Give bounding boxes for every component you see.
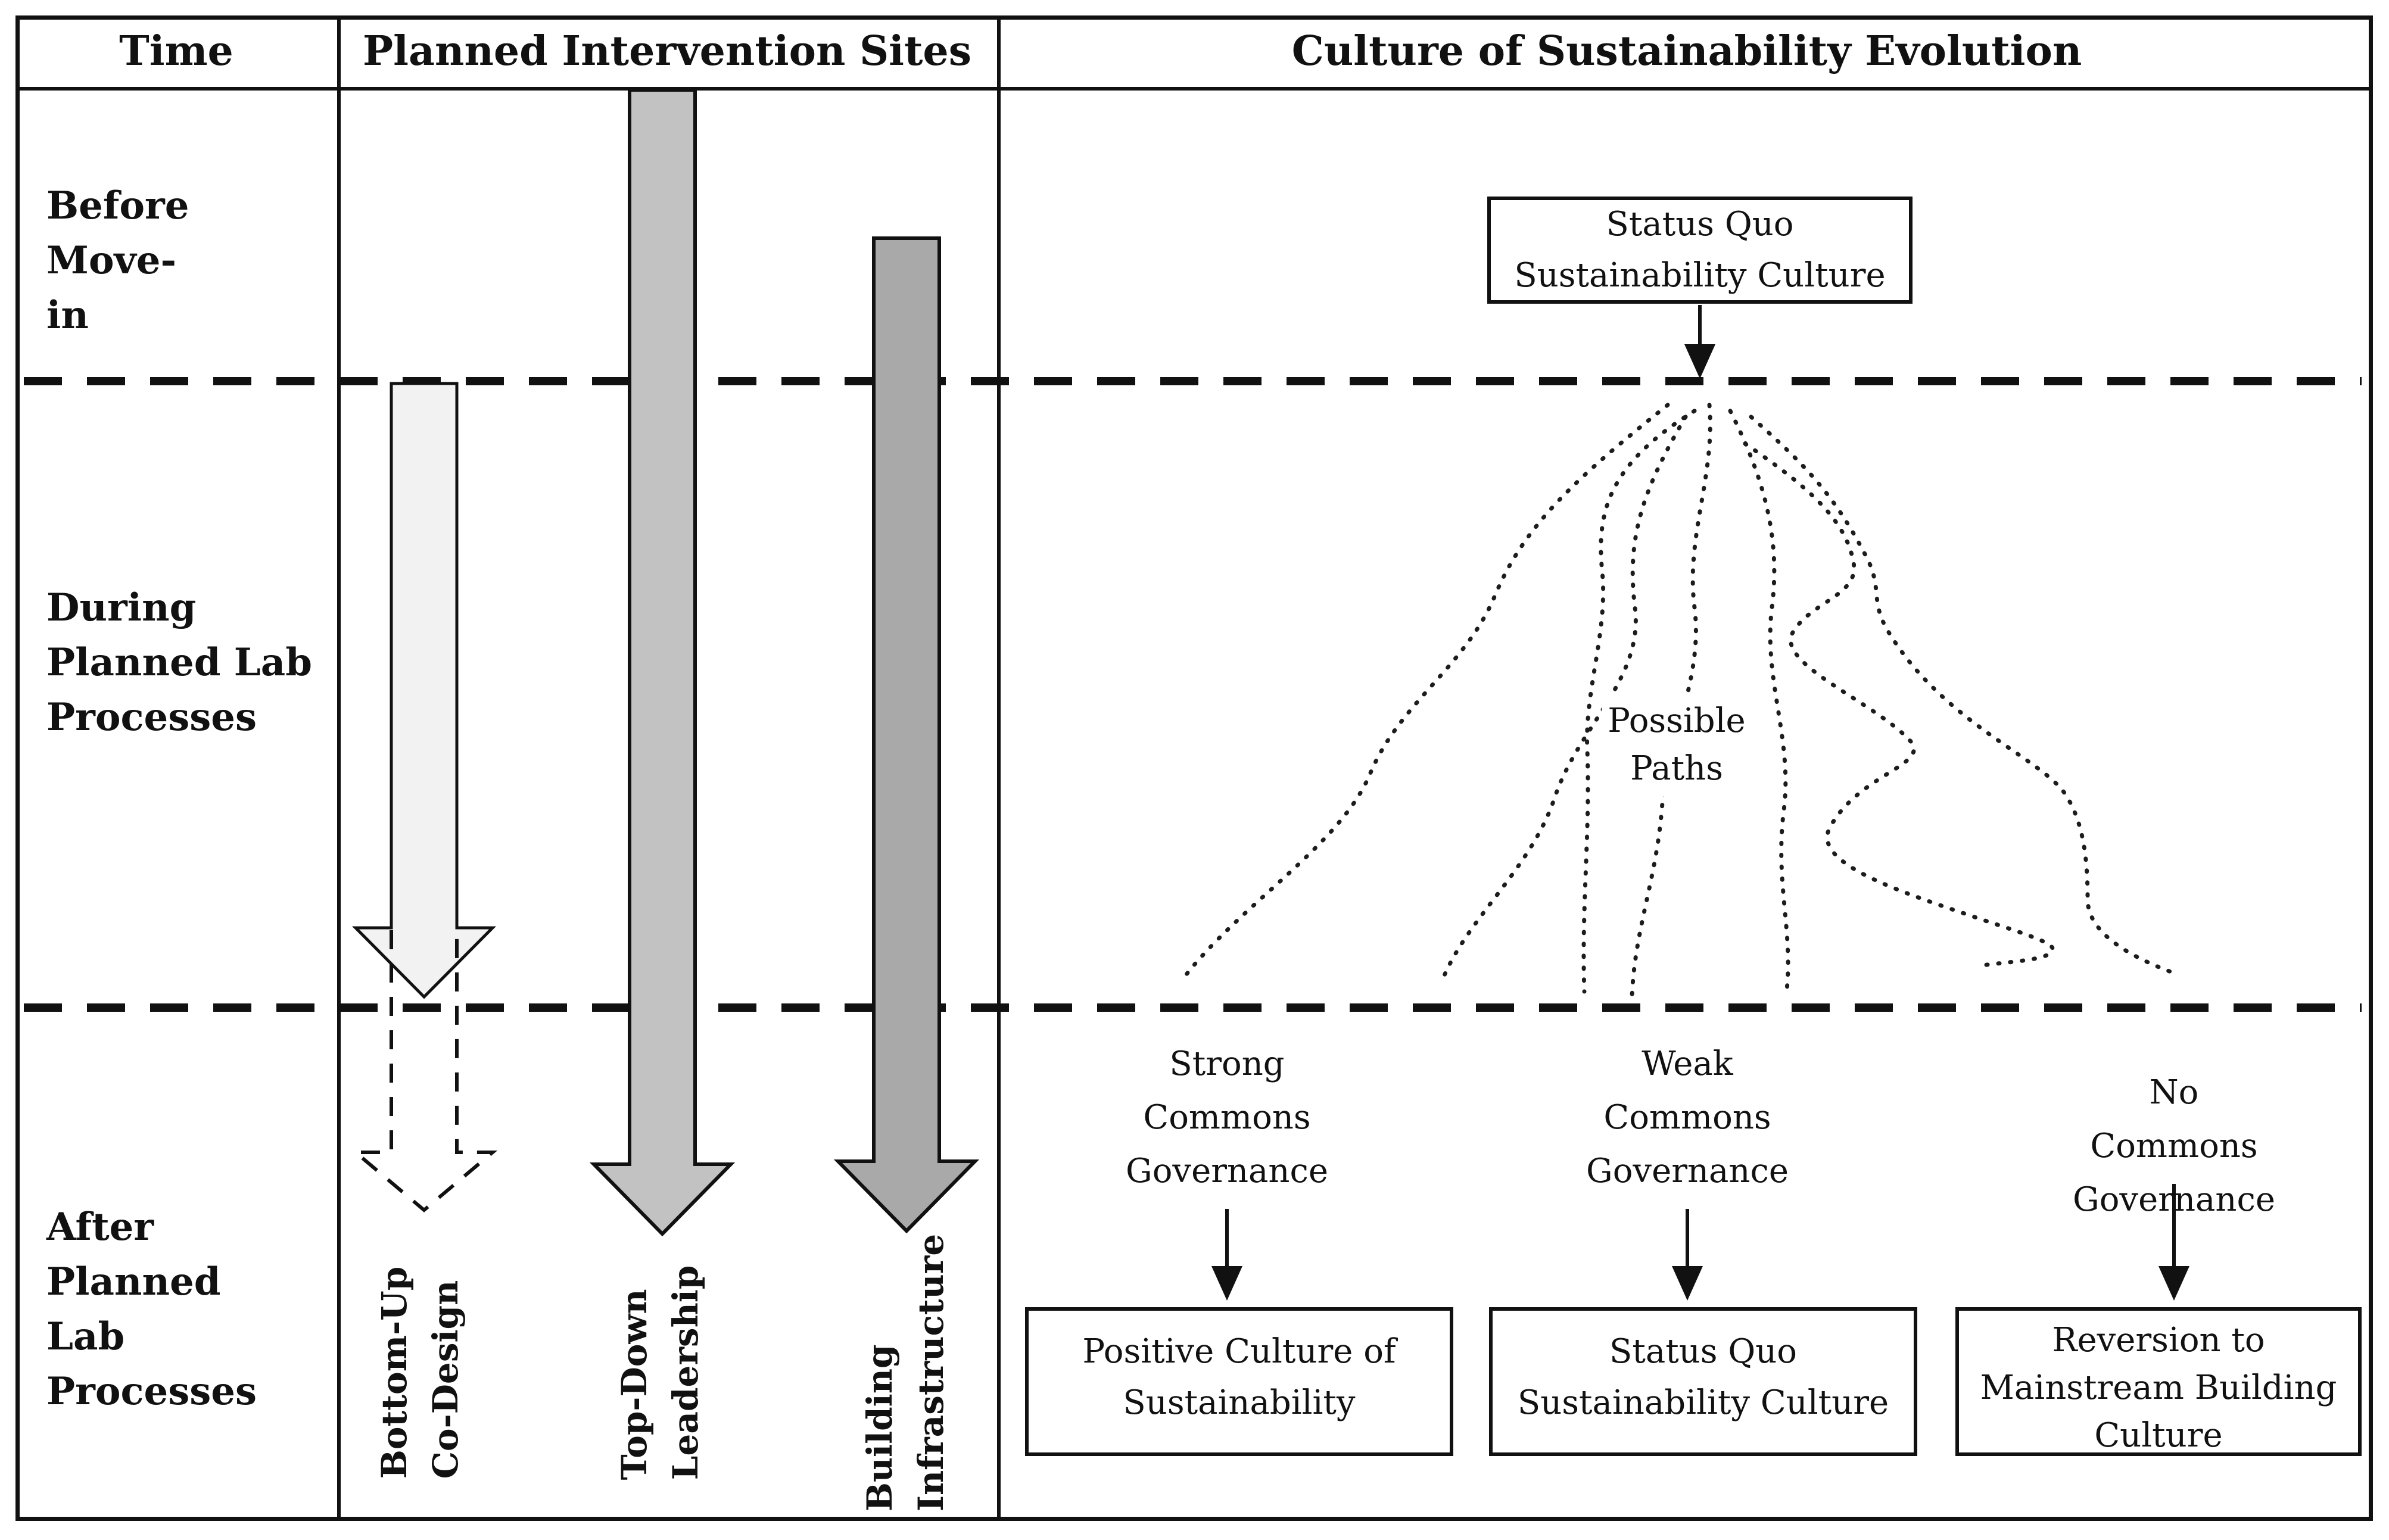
row-label-during-planned-lab: During Planned Lab Processes: [46, 585, 312, 740]
header-planned-intervention-sites: Planned Intervention Sites: [363, 27, 971, 75]
possible-path: [1180, 403, 1670, 982]
header-time: Time: [119, 27, 233, 75]
strong-governance-arrow: [1211, 1209, 1242, 1301]
top-down-leadership-arrow: [589, 88, 736, 1237]
label-no-commons-governance: No Commons Governance: [2072, 1073, 2276, 1219]
arrow-label-bottom-up-co-design: Bottom-Up Co-Design: [374, 1266, 466, 1479]
header-culture-evolution: Culture of Sustainability Evolution: [1291, 27, 2082, 75]
possible-path: [1743, 441, 2055, 968]
row-label-before-move-in: Before Move- in: [46, 183, 189, 338]
bottom-up-co-design-arrow: [352, 382, 496, 999]
label-strong-commons-governance: Strong Commons Governance: [1125, 1045, 1329, 1190]
possible-path: [1749, 414, 2173, 974]
outcome-box-status-quo: Status Quo Sustainability Culture: [1489, 1307, 1917, 1456]
possible-path: [1581, 409, 1697, 994]
start-box-status-quo: Status Quo Sustainability Culture: [1487, 197, 1913, 304]
possible-paths-group: [1180, 403, 2173, 998]
column-divider-time: [337, 15, 341, 1521]
weak-governance-arrow: [1672, 1209, 1703, 1301]
no-governance-arrow: [2158, 1184, 2189, 1301]
header-divider: [15, 87, 2373, 91]
status-quo-down-arrow: [1684, 305, 1715, 379]
label-weak-commons-governance: Weak Commons Governance: [1586, 1045, 1789, 1190]
possible-path: [1728, 409, 1790, 992]
table-border: [15, 15, 2373, 1521]
outcome-box-reversion-mainstream: Reversion to Mainstream Building Culture: [1955, 1307, 2362, 1456]
row-label-after-planned-lab: After Planned Lab Processes: [46, 1205, 257, 1414]
arrow-label-top-down-leadership: Top-Down Leadership: [614, 1265, 706, 1480]
outcome-box-positive-culture: Positive Culture of Sustainability: [1025, 1307, 1453, 1456]
possible-paths-label: Possible Paths: [1602, 694, 1752, 796]
building-infrastructure-arrow: [833, 236, 980, 1234]
column-divider-interventions: [997, 15, 1001, 1521]
arrow-label-building-infrastructure: Building Infrastructure: [859, 1233, 951, 1512]
bottom-up-dashed-continuation-arrow: [350, 930, 498, 1212]
